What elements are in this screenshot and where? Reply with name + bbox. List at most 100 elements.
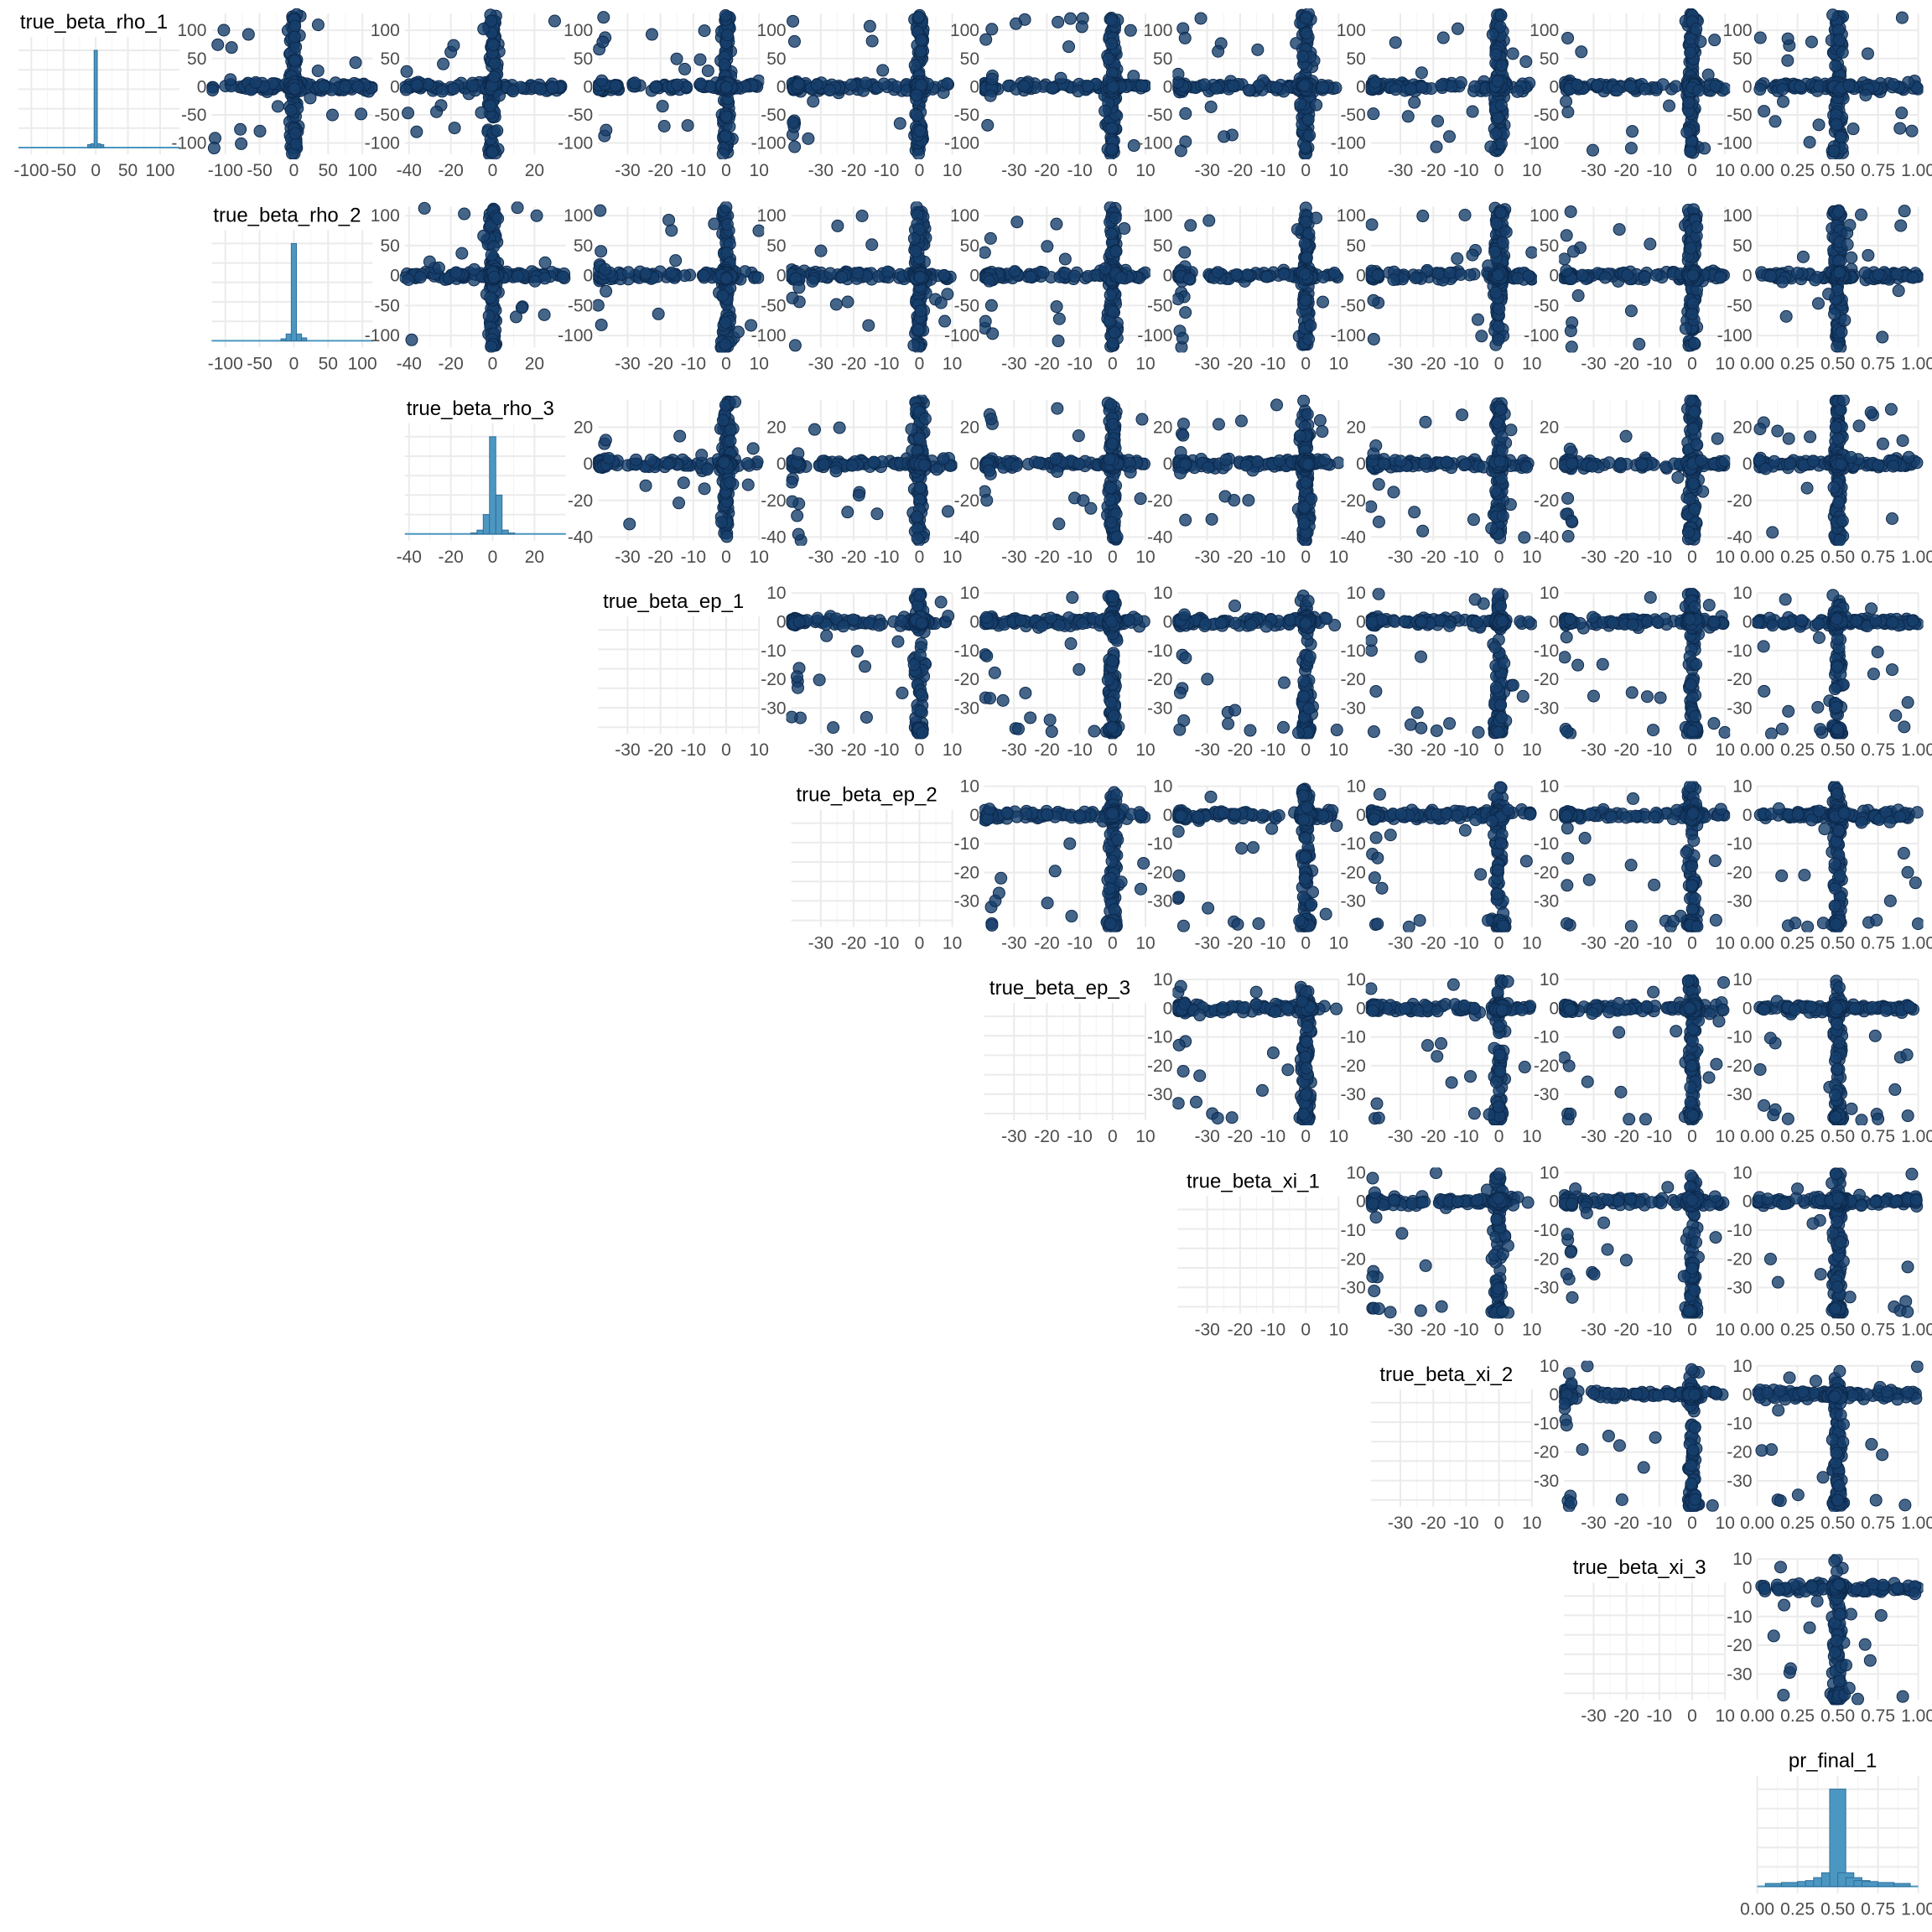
scatter-point	[1105, 37, 1119, 50]
y-tick-label: 50	[574, 236, 593, 256]
scatter-point	[1302, 226, 1316, 240]
scatter-point	[787, 34, 801, 48]
scatter-point	[449, 266, 463, 279]
scatter-point	[1409, 271, 1422, 284]
scatter-point	[206, 83, 219, 96]
scatter-point	[859, 76, 872, 90]
scatter-point	[1633, 337, 1646, 351]
scatter-point	[1826, 8, 1840, 22]
scatter-point	[941, 288, 954, 301]
scatter-point	[941, 77, 954, 91]
y-tick-label: 0	[969, 77, 979, 96]
points	[593, 201, 765, 353]
scatter-point	[595, 245, 608, 258]
scatter-point	[865, 238, 879, 252]
scatter-point	[1834, 130, 1847, 143]
scatter-point	[628, 76, 641, 90]
scatter-point	[621, 266, 635, 279]
scatter-point	[207, 142, 221, 155]
scatter-point	[1803, 136, 1816, 149]
y-tick-label: -50	[374, 296, 399, 315]
points	[399, 8, 568, 159]
histogram-bar	[296, 333, 303, 341]
x-tick-label: 0	[488, 161, 498, 180]
x-tick-label: 50	[118, 161, 138, 180]
scatter-point	[1299, 293, 1312, 307]
scatter-point	[1861, 47, 1874, 60]
scatter-point	[1694, 35, 1707, 49]
x-tick-label: -20	[647, 354, 673, 373]
scatter-point	[1586, 143, 1599, 157]
x-tick-label: 0	[721, 161, 731, 180]
x-tick-label: 0	[915, 354, 925, 373]
points	[1365, 8, 1536, 158]
scatter-point	[1598, 271, 1612, 284]
scatter-point	[1310, 211, 1323, 225]
scatter-point	[823, 84, 837, 97]
scatter-point	[1301, 113, 1315, 127]
points	[979, 11, 1150, 159]
scatter-point	[698, 24, 711, 38]
scatter-point	[937, 268, 951, 282]
scatter-point	[1052, 15, 1065, 29]
x-tick-label: 10	[750, 354, 769, 373]
scatter-point	[1443, 266, 1457, 279]
y-tick-label: 50	[766, 49, 786, 69]
scatter-point	[985, 23, 999, 36]
scatter-point	[1387, 273, 1400, 287]
y-tick-label: -50	[1727, 296, 1752, 315]
scatter-point	[1571, 78, 1584, 91]
scatter-point	[1052, 312, 1066, 325]
scatter-point	[311, 64, 325, 77]
scatter-point	[1491, 75, 1504, 88]
y-tick-label: -50	[954, 106, 979, 125]
x-tick-label: 0	[1687, 161, 1697, 180]
x-tick-label: -30	[808, 161, 834, 180]
y-tick-label: -50	[761, 106, 786, 125]
scatter-point	[485, 14, 498, 28]
scatter-point	[914, 34, 927, 47]
scatter-point	[224, 73, 237, 86]
scatter-point	[486, 145, 499, 158]
scatter-point	[731, 325, 745, 339]
panel-background	[18, 37, 179, 154]
points	[1172, 8, 1343, 159]
scatter-point	[1489, 127, 1503, 141]
scatter-point	[1805, 35, 1818, 49]
scatter-point	[1522, 269, 1535, 283]
scatter-point	[914, 304, 927, 318]
y-tick-label: 0	[1742, 267, 1753, 286]
scatter-point	[807, 95, 820, 108]
x-tick-label: -20	[1228, 161, 1253, 180]
scatter-point	[693, 53, 707, 66]
scatter-point	[1692, 84, 1706, 97]
scatter-point	[1768, 115, 1782, 128]
scatter-point	[1298, 267, 1311, 281]
y-tick-label: -100	[1331, 326, 1366, 345]
scatter-point	[1210, 81, 1223, 95]
scatter-point	[1758, 105, 1771, 118]
scatter-point	[1178, 31, 1192, 44]
scatter-point	[665, 224, 678, 237]
scatter-point	[1104, 288, 1117, 302]
scatter-point	[1836, 45, 1849, 59]
scatter-point	[1895, 106, 1909, 120]
scatter-point	[1178, 246, 1192, 259]
scatter-point	[538, 308, 551, 321]
histogram-bar	[93, 49, 98, 148]
scatter-point	[475, 106, 488, 119]
scatter-point	[915, 78, 928, 91]
scatter-point	[1299, 141, 1312, 154]
y-tick-label: -100	[1524, 326, 1559, 345]
scatter-point	[1656, 78, 1670, 91]
x-tick-label: -20	[1613, 354, 1639, 373]
scatter-point	[670, 52, 683, 65]
scatter-point	[1833, 34, 1846, 47]
scatter-point	[913, 271, 927, 284]
scatter-point	[1591, 79, 1604, 92]
scatter-point	[697, 269, 710, 283]
scatter-point	[349, 56, 362, 70]
